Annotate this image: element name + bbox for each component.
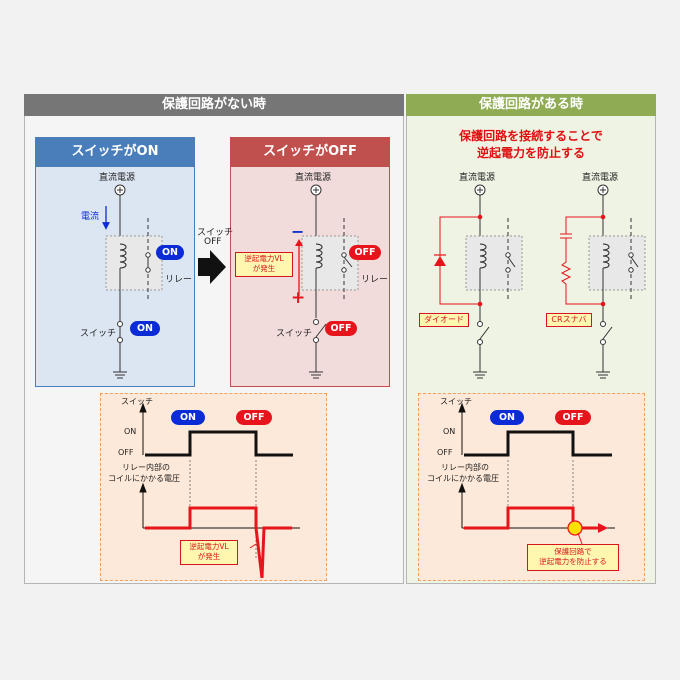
off-circuit [301, 184, 359, 379]
timing-right-coil-label-1: リレー内部の [441, 463, 489, 472]
timing-right-protection-note: 保護回路で 逆起電力を防止する [527, 544, 619, 571]
timing-left-off-badge: OFF [236, 410, 272, 425]
switch-on-box-title: スイッチがON [35, 137, 195, 167]
timing-right-off-badge: OFF [555, 410, 591, 425]
arrow-label-2: OFF [204, 237, 222, 247]
diode-label: ダイオード [419, 313, 469, 327]
timing-right-note-line1: 保護回路で [554, 547, 592, 556]
protection-headline-1: 保護回路を接続することで [459, 129, 603, 143]
minus-sign: − [291, 222, 305, 241]
timing-left-coil-label-1: リレー内部の [122, 463, 170, 472]
on-circuit [105, 184, 163, 379]
timing-right-note-line2: 逆起電力を防止する [539, 557, 607, 566]
timing-right-on-badge: ON [490, 410, 524, 425]
timing-right-switch-axis: スイッチ [440, 397, 472, 406]
timing-left-coil-label-2: コイルにかかる電圧 [108, 474, 180, 483]
timing-left-back-emf-line1: 逆起電力VL [189, 542, 229, 551]
timing-left-on-level: ON [124, 427, 137, 436]
timing-left-on-badge: ON [171, 410, 205, 425]
on-power-label: 直流電源 [99, 173, 136, 183]
off-power-label: 直流電源 [295, 173, 332, 183]
arrow-label-1: スイッチ [197, 228, 234, 238]
timing-right-coil-label-2: コイルにかかる電圧 [427, 474, 499, 483]
timing-left-back-emf-note: 逆起電力VL が発生 [180, 540, 238, 565]
cr-snubber-circuit [588, 184, 646, 379]
switch-off-box-title: スイッチがOFF [230, 137, 390, 167]
timing-right-on-level: ON [443, 427, 456, 436]
on-relay-badge: ON [156, 245, 184, 260]
back-emf-note-line1: 逆起電力VL [244, 254, 284, 263]
cr-power-label: 直流電源 [582, 173, 619, 183]
left-panel-title: 保護回路がない時 [24, 94, 404, 116]
off-switch-badge: OFF [325, 321, 357, 336]
back-emf-note-circuit: 逆起電力VL が発生 [235, 252, 293, 277]
timing-left-back-emf-line2: が発生 [197, 552, 221, 561]
diode-circuit [465, 184, 523, 379]
cr-snubber-label: CRスナバ [546, 313, 592, 327]
current-label: 電流 [81, 212, 100, 222]
off-relay-badge: OFF [349, 245, 381, 260]
timing-left-switch-axis: スイッチ [121, 397, 153, 406]
on-switch-badge: ON [130, 321, 160, 336]
protection-headline-2: 逆起電力を防止する [476, 146, 585, 160]
off-switch-label: スイッチ [276, 329, 313, 339]
plus-sign: + [291, 288, 306, 308]
off-relay-label: リレー [361, 275, 389, 285]
on-relay-label: リレー [165, 275, 193, 285]
on-switch-label: スイッチ [80, 329, 117, 339]
timing-left-off-level: OFF [118, 448, 134, 457]
back-emf-note-line2: が発生 [252, 264, 276, 273]
right-panel-title: 保護回路がある時 [406, 94, 656, 116]
diode-power-label: 直流電源 [459, 173, 496, 183]
timing-right-off-level: OFF [437, 448, 453, 457]
